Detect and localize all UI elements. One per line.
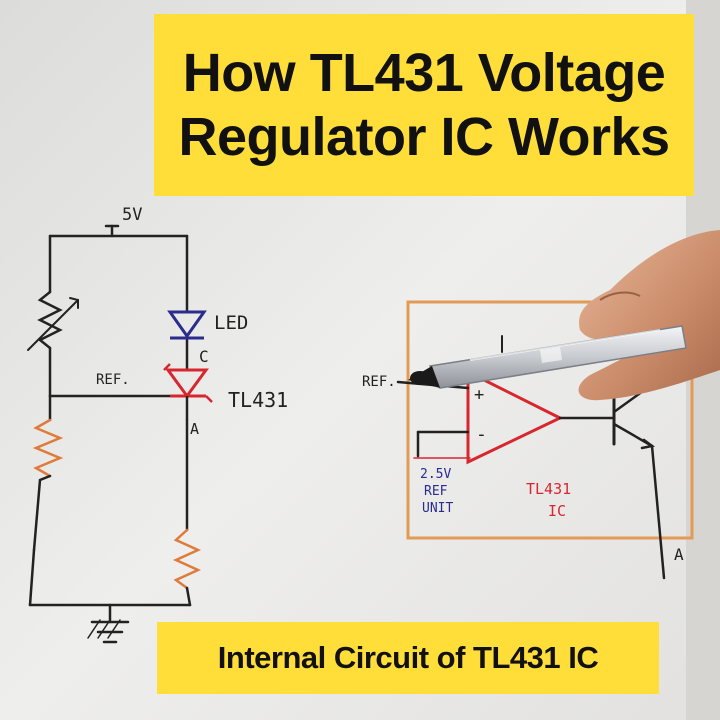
hand-with-pen	[408, 230, 720, 401]
label-anode-left: A	[190, 420, 199, 438]
tl431-symbol	[163, 363, 213, 420]
resistor-lower-right	[172, 528, 202, 590]
label-cathode: C	[199, 347, 209, 366]
label-tl431-left: TL431	[228, 388, 288, 412]
caption-banner: Internal Circuit of TL431 IC	[157, 622, 659, 694]
potentiometer	[37, 290, 63, 350]
label-led: LED	[214, 312, 248, 334]
label-ref-right: REF.	[362, 374, 396, 390]
resistor-lower-left	[32, 418, 64, 478]
label-plus: +	[474, 385, 484, 405]
left-circuit	[27, 224, 202, 644]
opamp-triangle	[466, 369, 564, 465]
label-tl431-right: TL431	[526, 480, 571, 498]
label-5v: 5V	[122, 205, 142, 225]
label-ref-left: REF.	[96, 372, 130, 388]
led-symbol	[167, 310, 207, 340]
hand	[578, 230, 720, 401]
title-banner: How TL431 Voltage Regulator IC Works	[154, 14, 694, 196]
label-ic-right: IC	[548, 502, 566, 520]
label-ref-word: REF	[424, 484, 448, 499]
title-line-1: How TL431 Voltage	[182, 43, 666, 103]
label-ref-voltage: 2.5V	[420, 467, 451, 482]
title-line-2: Regulator IC Works	[178, 107, 670, 167]
label-anode-right: A	[674, 545, 684, 564]
ic-package-outline	[406, 300, 694, 540]
label-ref-unit: UNIT	[422, 501, 453, 516]
label-minus: -	[476, 424, 487, 445]
